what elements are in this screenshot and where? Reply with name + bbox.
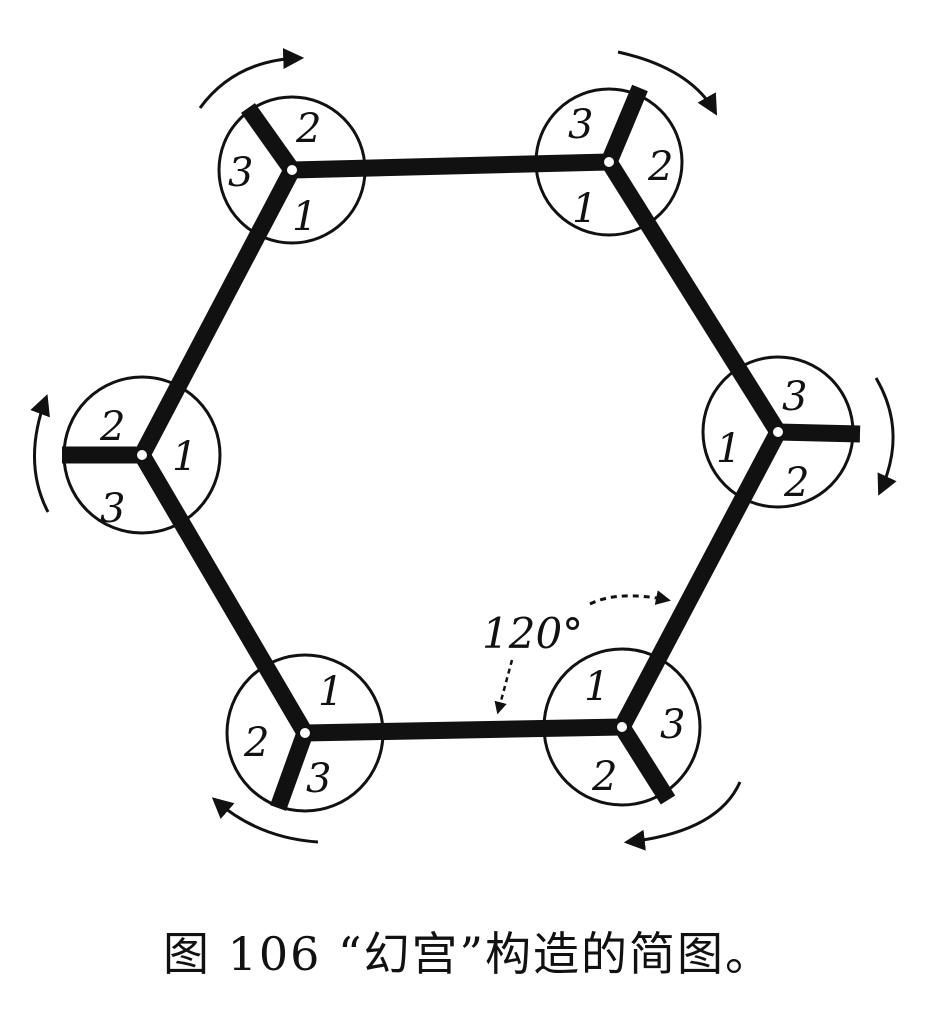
edge-top [291, 153, 610, 179]
node-disc [217, 95, 367, 245]
rotation-arrow [198, 48, 305, 109]
node-right: 3 1 2 [701, 355, 897, 509]
node-label: 2 [243, 720, 269, 766]
node-left: 2 1 3 [30, 375, 222, 535]
node-label: 2 [295, 106, 321, 152]
node-label: 3 [782, 374, 807, 420]
angle-arc [589, 590, 671, 606]
node-label: 2 [783, 460, 809, 506]
node-disc [534, 87, 684, 237]
node-label: 2 [99, 404, 125, 450]
node-top-left: 2 3 1 [198, 48, 367, 245]
node-pivot [615, 720, 629, 734]
node-top-right: 3 2 1 [534, 50, 718, 237]
node-pivot [298, 726, 312, 740]
node-label: 1 [572, 186, 597, 232]
rotation-arrow [623, 781, 742, 851]
rotation-arrow [30, 394, 50, 513]
angle-label: 120° [482, 609, 583, 658]
node-pivot [285, 163, 299, 177]
angle-pointer [494, 659, 514, 715]
rotation-arrow [874, 377, 897, 496]
edge-bottom-right [614, 428, 786, 731]
figure-caption: 图 106 “幻宫”构造的简图。 [162, 927, 774, 981]
node-spoke [270, 730, 313, 811]
node-bottom-right: 1 3 2 [542, 647, 742, 851]
node-label: 3 [228, 150, 253, 196]
edge-bottom-left [134, 450, 313, 738]
node-spoke [777, 423, 861, 443]
node-label: 3 [660, 702, 685, 748]
node-label: 2 [647, 144, 673, 190]
node-spoke [614, 722, 676, 805]
node-pivot [602, 155, 616, 169]
angle-annotation: 120° [482, 590, 671, 715]
edge-top-right [601, 157, 786, 437]
node-pivot [135, 448, 149, 462]
node-label: 3 [306, 756, 331, 802]
node-label: 3 [100, 486, 125, 532]
node-label: 1 [716, 426, 741, 472]
node-label: 1 [584, 664, 609, 710]
node-label: 2 [591, 754, 617, 800]
node-label: 1 [318, 669, 343, 715]
node-label: 1 [292, 194, 317, 240]
node-disc [225, 653, 385, 813]
edge-left [134, 166, 300, 459]
node-label: 3 [568, 102, 593, 148]
edge-bottom [304, 718, 623, 742]
node-spoke [601, 84, 648, 166]
rotation-arrow [211, 797, 319, 844]
node-pivot [771, 425, 785, 439]
node-bottom-left: 1 2 3 [211, 653, 385, 844]
hexagon-edges [134, 153, 786, 742]
node-spoke [241, 103, 299, 175]
node-disc [542, 647, 702, 807]
node-label: 1 [172, 434, 197, 480]
rotation-arrow [617, 50, 718, 116]
